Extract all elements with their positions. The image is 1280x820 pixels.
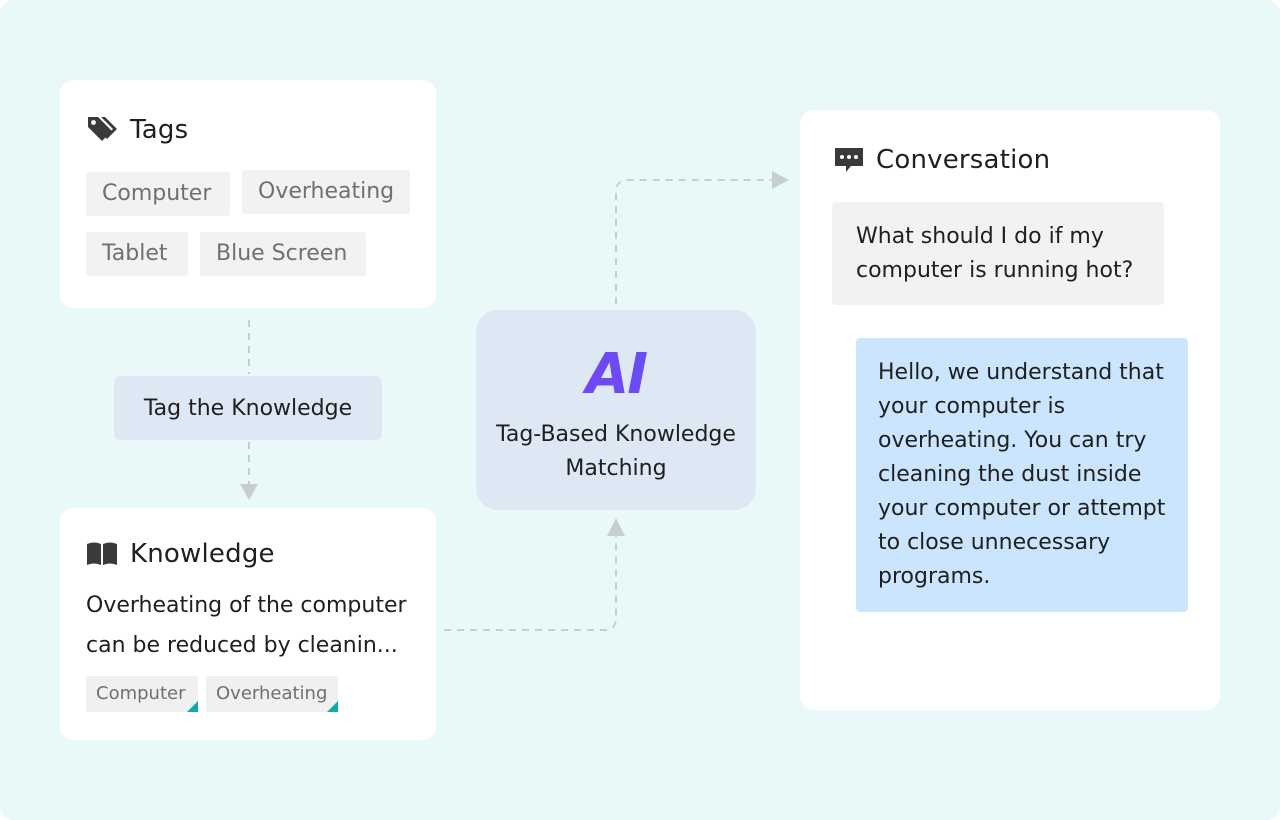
knowledge-tag-label: Overheating [216, 683, 328, 704]
conversation-card-title-text: Conversation [876, 145, 1051, 175]
tag-chip[interactable]: Computer [86, 172, 230, 216]
arrowhead-down [240, 484, 258, 500]
user-message-bubble: What should I do if my computer is runni… [832, 202, 1164, 305]
conversation-card-title: Conversation [832, 144, 1050, 176]
arrowhead-right [772, 171, 789, 189]
tags-icon [86, 114, 120, 146]
knowledge-card: Knowledge Overheating of the computer ca… [60, 508, 436, 740]
tags-card-title: Tags [86, 114, 188, 146]
tag-chip[interactable]: Blue Screen [200, 232, 366, 276]
tags-card: Tags Computer Overheating Tablet Blue Sc… [60, 80, 436, 308]
ai-matching-label: Tag-Based Knowledge Matching [496, 422, 736, 481]
tag-the-knowledge-step: Tag the Knowledge [114, 376, 382, 440]
connector-ai-to-conversation [615, 179, 772, 304]
bot-message-bubble: Hello, we understand that your computer … [856, 338, 1188, 612]
knowledge-tag-chip[interactable]: Overheating [206, 676, 338, 712]
ai-logo: AI [476, 342, 756, 407]
tag-chip[interactable]: Overheating [242, 170, 410, 214]
tag-corner-marker [187, 701, 198, 712]
ai-matching-box: AI Tag-Based Knowledge Matching [476, 310, 756, 510]
knowledge-text: Overheating of the computer can be reduc… [86, 593, 407, 658]
arrowhead-up [607, 518, 625, 536]
tag-corner-marker [327, 701, 338, 712]
tags-card-title-text: Tags [130, 115, 189, 145]
knowledge-card-title: Knowledge [86, 538, 275, 570]
knowledge-card-title-text: Knowledge [130, 539, 275, 569]
book-icon [86, 538, 120, 570]
knowledge-tag-label: Computer [96, 683, 186, 704]
chat-icon [832, 144, 866, 176]
conversation-card: Conversation What should I do if my comp… [800, 110, 1220, 710]
step-label: Tag the Knowledge [143, 395, 353, 421]
connector-knowledge-to-ai [444, 536, 617, 631]
knowledge-tag-chip[interactable]: Computer [86, 676, 198, 712]
tag-chip[interactable]: Tablet [86, 232, 188, 276]
